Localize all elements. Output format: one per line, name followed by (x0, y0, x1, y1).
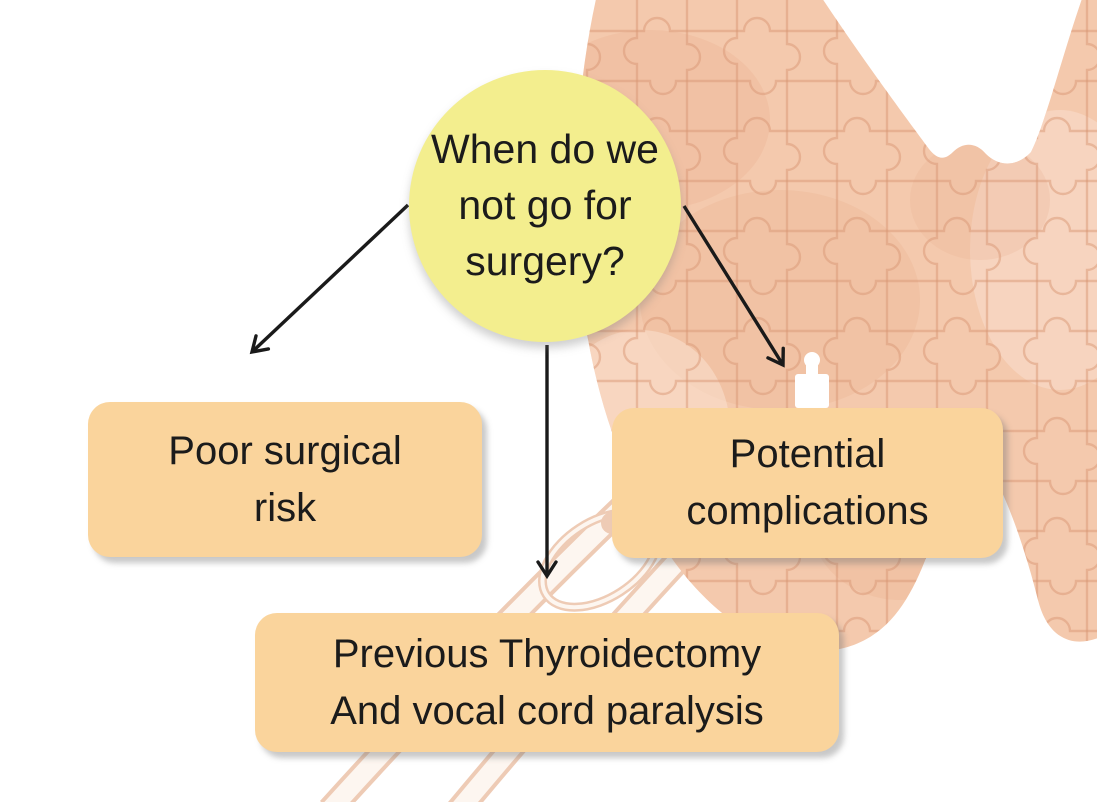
arrow-to-potential-complications (682, 205, 785, 368)
arrow-to-poor-surgical-risk (249, 203, 410, 355)
answer-text-potential-complications: Potential complications (686, 432, 929, 533)
answer-text-previous-thyroidectomy: Previous Thyroidectomy And vocal cord pa… (330, 631, 764, 733)
answer-node-poor-surgical-risk: Poor surgical risk (88, 402, 482, 557)
question-node: When do we not go for surgery? (409, 70, 681, 342)
answer-text-poor-surgical-risk: Poor surgical risk (168, 428, 402, 530)
answer-node-potential-complications: Potential complications (612, 408, 1003, 558)
answer-node-previous-thyroidectomy: Previous Thyroidectomy And vocal cord pa… (255, 613, 839, 752)
question-text: When do we not go for surgery? (431, 126, 659, 284)
missing-puzzle-piece (795, 352, 829, 408)
